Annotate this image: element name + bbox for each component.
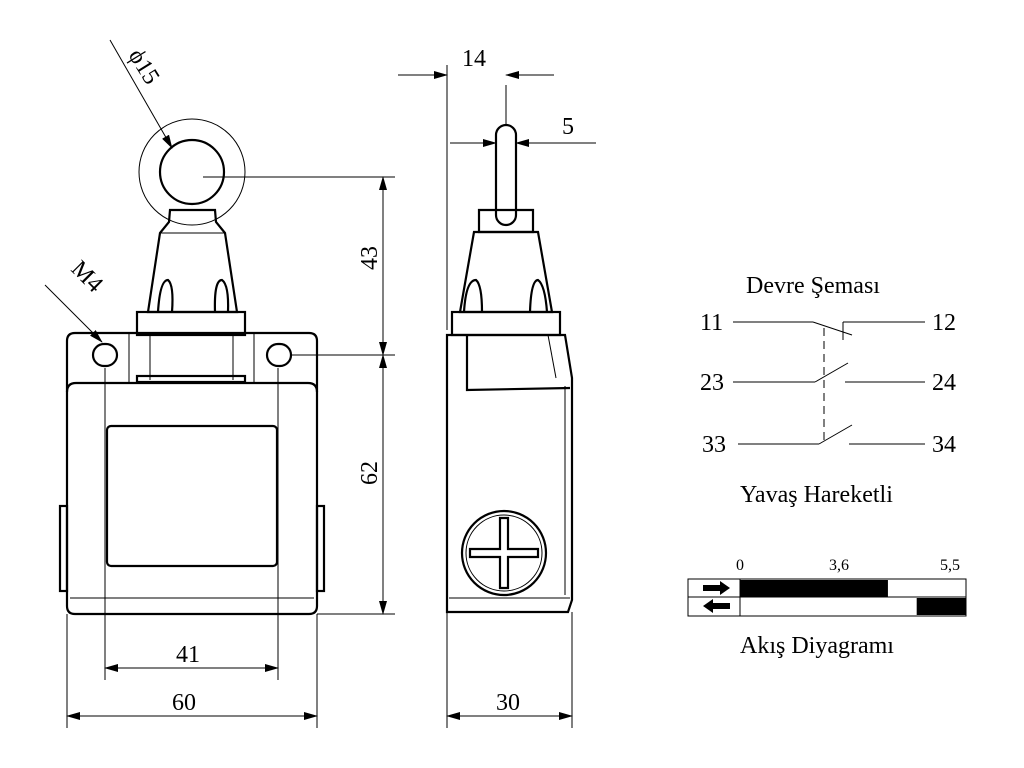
- mounting-hole-left: [91, 342, 119, 368]
- dim-diameter: ϕ15: [123, 44, 164, 89]
- flow-bar-return: [916, 598, 966, 615]
- circuit-subtitle: Yavaş Hareketli: [740, 482, 893, 508]
- terminal-24: 24: [932, 370, 956, 396]
- dim-depth: 30: [496, 690, 520, 716]
- circuit-diagram: Devre Şeması 11 12 23 24 33 34 Yavaş Har…: [700, 273, 956, 508]
- dim-width: 60: [172, 690, 196, 716]
- flow-title: Akış Diyagramı: [740, 633, 894, 659]
- terminal-33: 33: [702, 432, 726, 458]
- mounting-hole-right: [265, 342, 293, 368]
- actuator-flange: [135, 310, 247, 337]
- arrow-left-icon: [703, 599, 730, 613]
- front-body: [65, 331, 319, 616]
- terminal-34: 34: [932, 432, 956, 458]
- side-actuator-head: [458, 230, 554, 314]
- terminal-23: 23: [700, 370, 724, 396]
- scale-label-0: 0: [736, 557, 744, 574]
- dim-thread: M4: [66, 256, 108, 298]
- side-view: 14 5 30: [398, 46, 596, 728]
- dim-body-height: 62: [357, 461, 383, 485]
- scale-label-5-5: 5,5: [940, 557, 960, 574]
- flow-diagram: 0 3,6 5,5 Akış Diyagramı: [687, 557, 967, 659]
- arrow-right-icon: [703, 581, 730, 595]
- front-window: [105, 424, 279, 568]
- flow-bar-forward: [740, 580, 888, 597]
- dim-plunger: 5: [562, 114, 574, 140]
- dim-offset: 14: [462, 46, 486, 72]
- circuit-title: Devre Şeması: [746, 273, 880, 299]
- cable-gland: [460, 509, 548, 597]
- terminal-11: 11: [700, 310, 723, 336]
- scale-label-3-6: 3,6: [829, 557, 849, 574]
- front-view: ϕ15 M4 43 62 41 60: [44, 39, 395, 728]
- terminal-12: 12: [932, 310, 956, 336]
- dim-roller-height: 43: [357, 246, 383, 270]
- screw-cross-icon: [468, 516, 540, 590]
- roller-ring: [138, 118, 246, 226]
- roller-ball: [158, 138, 226, 206]
- dim-hole-spacing: 41: [176, 642, 200, 668]
